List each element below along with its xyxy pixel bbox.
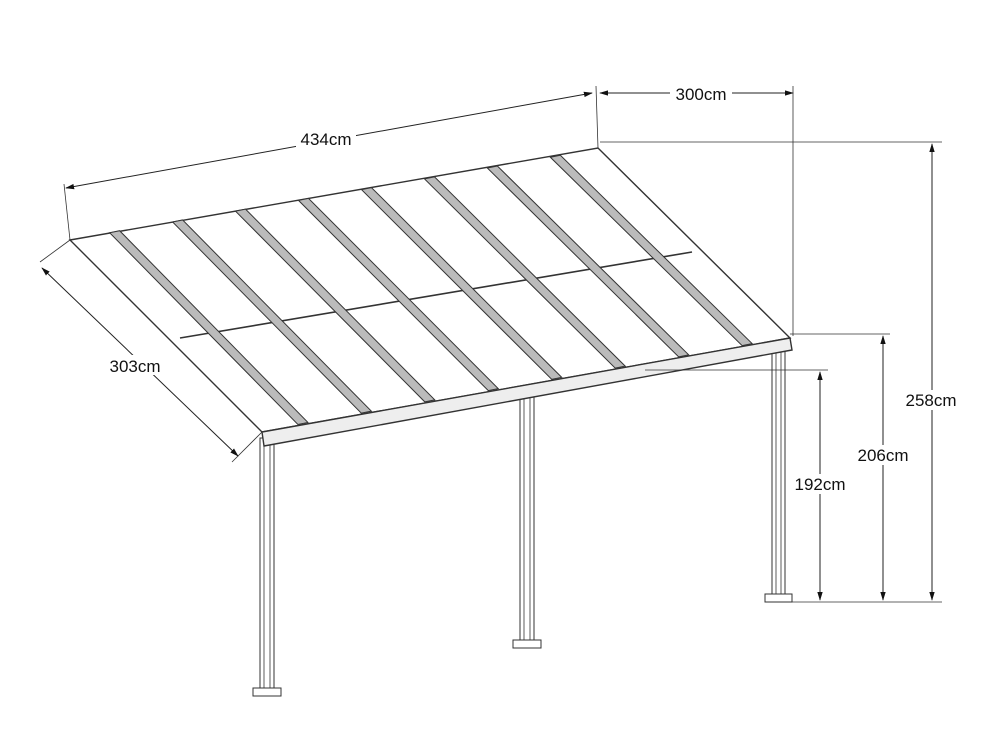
label-rafter-length: 303cm	[109, 357, 160, 376]
rafter	[234, 208, 436, 403]
post-right	[764, 345, 793, 603]
label-length: 434cm	[300, 130, 351, 149]
label-wall-height: 258cm	[905, 391, 956, 410]
rafter	[297, 197, 500, 392]
label-front-height: 206cm	[857, 446, 908, 465]
post-middle	[512, 391, 542, 649]
label-projection: 300cm	[675, 85, 726, 104]
post-left	[252, 437, 282, 697]
roof	[68, 147, 793, 447]
label-clearance-height: 192cm	[794, 475, 845, 494]
posts	[252, 345, 793, 697]
